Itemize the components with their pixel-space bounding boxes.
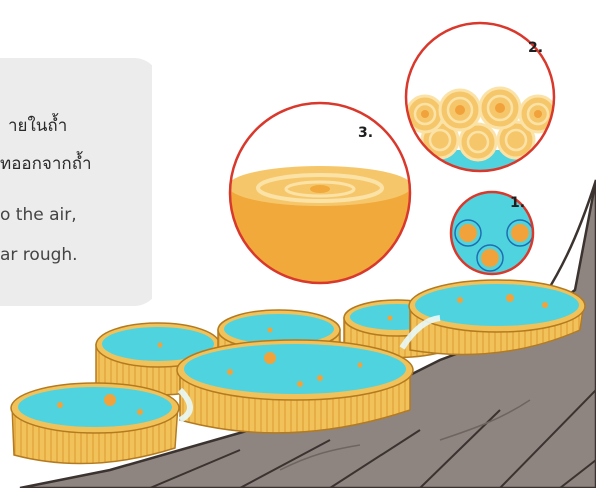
pool-front-left: [11, 383, 179, 464]
label-step-2: 2.: [528, 40, 543, 56]
label-step-3: 3.: [358, 125, 373, 141]
pool-middle-large: [177, 340, 413, 433]
label-step-1: 1.: [510, 195, 525, 211]
detail-circle-3: [220, 103, 420, 300]
